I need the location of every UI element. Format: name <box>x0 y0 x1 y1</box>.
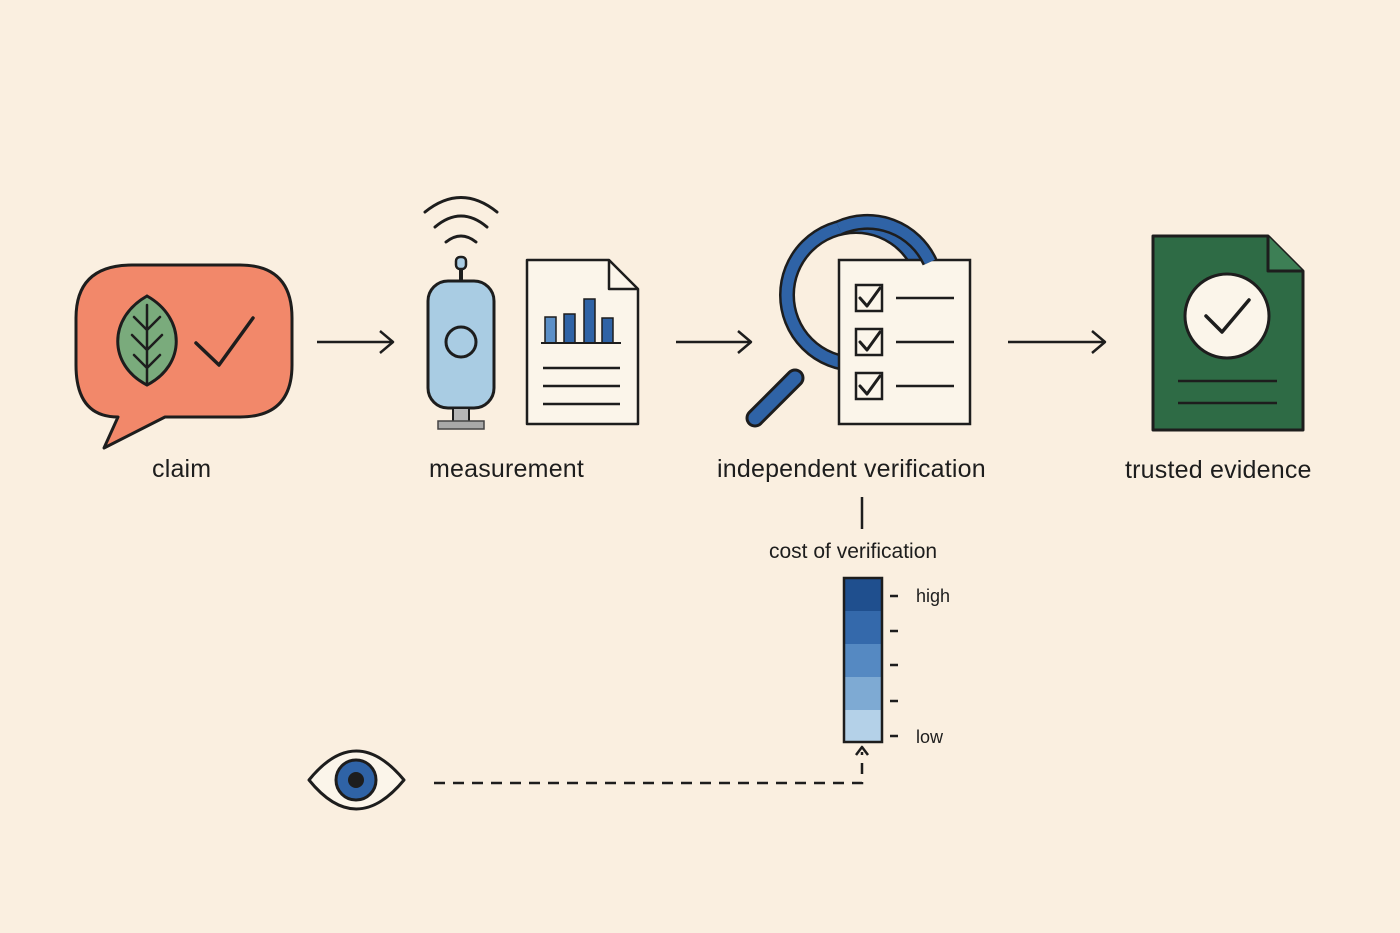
checklist-document-icon <box>837 258 972 426</box>
step-label-independent-verification: independent verification <box>717 455 986 483</box>
sensor-device-icon <box>426 255 496 430</box>
step-label-measurement: measurement <box>429 455 585 483</box>
wifi-signal-icon <box>423 196 499 244</box>
sensor-and-report-icon <box>423 196 640 430</box>
flow-arrow <box>676 330 753 354</box>
cost-scale-low-label: low <box>916 727 944 747</box>
magnifier-checklist-icon <box>745 213 972 428</box>
eye-icon <box>307 749 406 811</box>
speech-bubble-leaf-check-icon <box>74 263 294 450</box>
flow-arrow <box>317 330 395 354</box>
flow-arrow <box>1008 330 1107 354</box>
scale-tick <box>890 594 898 738</box>
cost-scale-title: cost of verification <box>769 540 938 563</box>
report-document-icon <box>525 258 640 426</box>
checkmark-icon <box>194 316 255 367</box>
step-label-trusted-evidence: trusted evidence <box>1125 456 1312 484</box>
cost-scale-bar <box>842 576 898 744</box>
dashed-observation-arrow <box>434 745 869 785</box>
cost-scale-high-label: high <box>916 586 951 606</box>
step-label-claim: claim <box>152 455 212 483</box>
leaf-icon <box>116 294 178 387</box>
certified-document-icon <box>1151 234 1305 432</box>
